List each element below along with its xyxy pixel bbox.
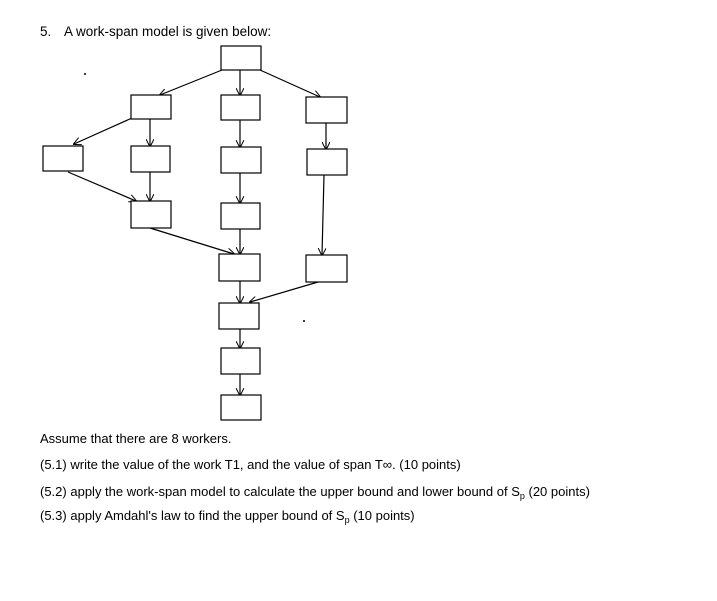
part-5-1: (5.1) write the value of the work T1, an… xyxy=(40,457,461,472)
node xyxy=(306,148,348,176)
node xyxy=(42,145,84,172)
infinity-symbol: ∞ xyxy=(382,457,393,472)
node xyxy=(220,347,261,375)
part-label: (5.2) xyxy=(40,484,67,499)
part-5-2: (5.2) apply the work-span model to calcu… xyxy=(40,484,590,501)
node xyxy=(305,254,348,283)
edge xyxy=(322,174,324,255)
part-label: (5.1) xyxy=(40,457,67,472)
part-label: (5.3) xyxy=(40,508,67,523)
subscript-p: p xyxy=(344,515,350,525)
part-points: (20 points) xyxy=(524,484,590,499)
node xyxy=(130,94,172,120)
stray-dot xyxy=(84,73,86,75)
node xyxy=(220,94,261,121)
part-5-3: (5.3) apply Amdahl's law to find the upp… xyxy=(40,508,415,525)
node xyxy=(130,145,171,173)
question-title: A work-span model is given below: xyxy=(64,24,272,39)
node xyxy=(220,45,262,71)
subscript-p: p xyxy=(519,491,525,501)
node xyxy=(220,394,262,421)
node xyxy=(220,146,262,174)
assumption-text: Assume that there are 8 workers. xyxy=(40,431,232,446)
node xyxy=(305,96,348,124)
part-text: write the value of the work T1, and the … xyxy=(70,457,383,472)
edge xyxy=(259,69,320,97)
edge xyxy=(74,117,133,144)
edge xyxy=(160,69,223,95)
node xyxy=(220,202,261,230)
part-points: (10 points) xyxy=(349,508,415,523)
node xyxy=(218,302,260,330)
question-number: 5. xyxy=(40,24,52,39)
part-text: apply the work-span model to calculate t… xyxy=(70,484,520,499)
part-points: . (10 points) xyxy=(392,457,461,472)
edge xyxy=(250,281,319,302)
part-text: apply Amdahl's law to find the upper bou… xyxy=(70,508,345,523)
stray-dot xyxy=(303,320,305,322)
edge xyxy=(149,227,234,254)
node xyxy=(130,200,172,229)
node xyxy=(218,253,261,282)
edge xyxy=(67,171,136,201)
question-header: 5. A work-span model is given below: xyxy=(40,24,271,39)
